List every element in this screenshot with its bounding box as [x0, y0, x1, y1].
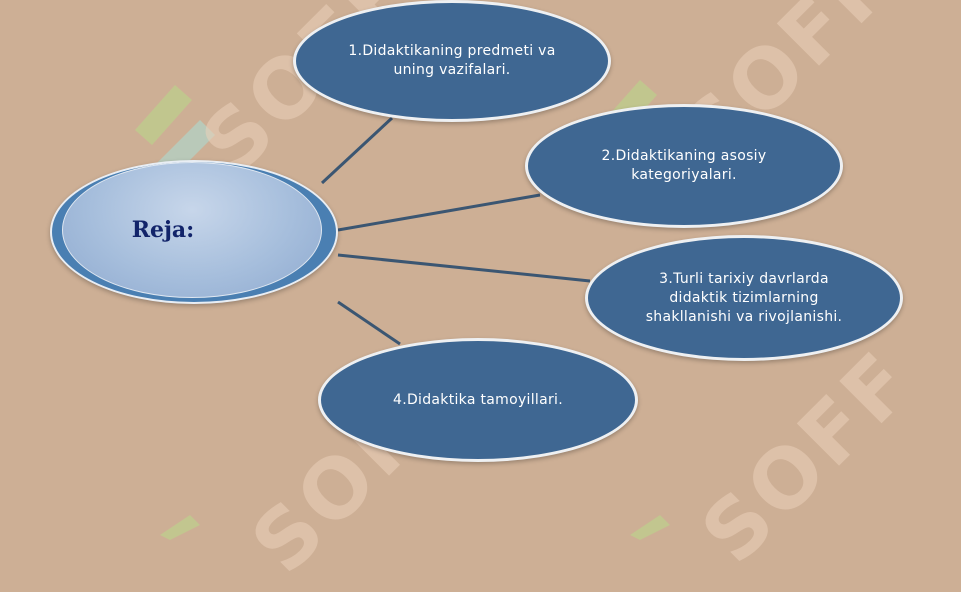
topic-node-2: 2.Didaktikaning asosiy kategoriyalari.: [525, 104, 843, 228]
connector-lines: [320, 116, 591, 346]
connector-2: [337, 193, 541, 232]
slide: SOFF SOFF SOFF SOFF Reja: 1.Didaktikanin…: [50, 0, 933, 592]
connector-4: [337, 300, 401, 346]
topic-label-2: 2.Didaktikaning asosiy kategoriyalari.: [601, 148, 767, 183]
topic-label-3: 3.Turli tarixiy davrlarda didaktik tizim…: [645, 270, 843, 325]
topic-label-4: 4.Didaktika tamoyillari.: [393, 391, 563, 408]
topic-node-3: 3.Turli tarixiy davrlarda didaktik tizim…: [585, 235, 903, 361]
connector-3: [337, 253, 591, 283]
topic-label-1: 1.Didaktikaning predmeti va uning vazifa…: [348, 43, 556, 78]
connector-1: [320, 116, 394, 185]
center-node: Reja:: [62, 162, 322, 298]
topic-node-4: 4.Didaktika tamoyillari.: [318, 338, 638, 462]
topic-node-1: 1.Didaktikaning predmeti va uning vazifa…: [293, 0, 611, 122]
center-label: Reja:: [131, 217, 195, 243]
